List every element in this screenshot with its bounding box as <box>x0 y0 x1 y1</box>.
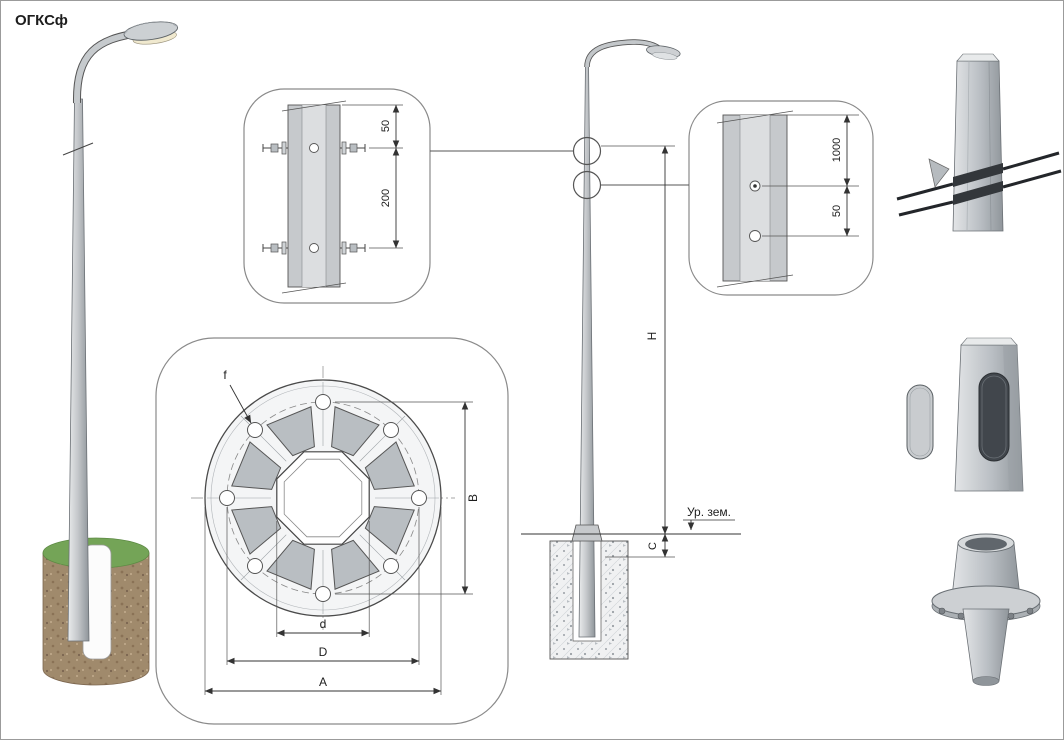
pole-shaft-elevation <box>578 62 596 638</box>
arm-3d <box>73 30 140 104</box>
skirt-bottom <box>972 676 1000 686</box>
band-clamp-lower <box>953 181 1003 205</box>
mount-hole-lower <box>749 230 761 242</box>
dim-text-C: С <box>647 542 659 550</box>
cone-bracket <box>928 158 950 188</box>
dim-text-50: 50 <box>831 205 843 217</box>
dim-text-1000: 1000 <box>831 138 843 162</box>
flange-bolt-holes <box>219 394 427 602</box>
luminaire-elevation <box>646 45 681 60</box>
door-opening <box>978 372 1010 462</box>
pole-shaft-3d <box>67 98 90 642</box>
dim-text-D: D <box>319 645 328 659</box>
base-collar <box>571 524 603 542</box>
pole-3d-render <box>42 21 179 686</box>
rod-upper-left <box>896 182 954 201</box>
dim-text-f: f <box>223 368 227 382</box>
break-line-bottom <box>281 282 347 294</box>
flange-radial-lines <box>206 381 439 615</box>
flange-callout: f B d D A <box>155 337 509 725</box>
leader-f <box>229 384 252 424</box>
flange-gussets <box>231 406 415 590</box>
detail-callout-top: 50 200 <box>243 88 431 304</box>
detail-callout-right: 1000 50 <box>688 100 874 296</box>
dim-text-B: B <box>466 494 480 502</box>
pole-top-face <box>960 337 1018 346</box>
dim-text-A: A <box>319 675 327 689</box>
pole-top-face <box>956 53 1000 62</box>
rod-upper-right <box>1002 151 1060 171</box>
break-mark <box>62 142 94 156</box>
octagon-hole <box>276 451 370 545</box>
detail-marker-upper <box>572 136 602 166</box>
dim-text-200: 200 <box>380 189 392 207</box>
rod-lower-left <box>898 200 954 217</box>
page-title: ОГКСф <box>15 12 68 29</box>
top-opening-hole <box>965 537 1007 551</box>
render-clamp-assembly <box>896 53 1062 232</box>
door-cover <box>906 384 934 460</box>
bolt-row-lower <box>262 241 366 255</box>
dim-text-50: 50 <box>380 120 392 132</box>
luminaire-3d <box>123 21 179 45</box>
pole-section-3d <box>952 60 1004 232</box>
ground-label: Ур. зем. <box>687 505 731 519</box>
dim-text-d: d <box>320 617 327 631</box>
dim-text-H: H <box>645 332 659 341</box>
render-base-shoe <box>931 533 1041 686</box>
pole-facet <box>740 115 770 281</box>
break-line-top <box>281 100 347 112</box>
pole-elevation: Ур. зем. H С <box>430 39 741 660</box>
break-line-bottom <box>716 274 794 288</box>
octagon-chamfer <box>283 458 363 538</box>
arm-elevation <box>585 40 662 68</box>
render-access-door <box>906 337 1024 492</box>
break-line-top <box>716 110 794 124</box>
skirt-body <box>962 608 1010 682</box>
detail-marker-lower <box>572 170 602 200</box>
rod-lower-right <box>1002 169 1062 189</box>
bolt-row-upper <box>262 141 366 155</box>
band-clamp-upper <box>953 163 1003 187</box>
pole-facet <box>302 105 326 287</box>
